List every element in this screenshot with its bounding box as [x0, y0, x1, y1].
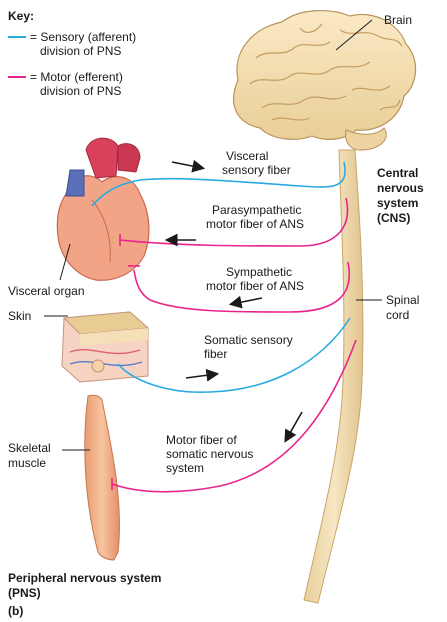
label-parasympathetic-line2: motor fiber of ANS: [206, 217, 304, 231]
label-visceral-sensory-line2: sensory fiber: [222, 163, 291, 177]
label-cns-line1: Central: [377, 166, 418, 180]
label-cns-line4: (CNS): [377, 211, 410, 225]
somatic-motor-fiber: [112, 340, 356, 492]
key-sensory-line2: division of PNS: [40, 44, 121, 58]
label-spinal-line2: cord: [386, 308, 409, 322]
skeletal-muscle-illustration: [85, 395, 120, 560]
arrow-somatic-motor: [286, 412, 302, 440]
somatic-sensory-fiber: [118, 318, 350, 392]
label-motor-somatic-line3: system: [166, 461, 204, 475]
label-brain: Brain: [384, 13, 412, 27]
spinal-cord: [304, 150, 363, 603]
label-sympathetic-line2: motor fiber of ANS: [206, 279, 304, 293]
label-pns-line2: (PNS): [8, 586, 41, 600]
label-motor-somatic-line2: somatic nervous: [166, 447, 253, 461]
label-somatic-sensory-line1: Somatic sensory: [204, 333, 293, 347]
label-visceral-organ: Visceral organ: [8, 284, 85, 298]
label-visceral-sensory-line1: Visceral: [226, 149, 268, 163]
key-sensory-line1: = Sensory (afferent): [30, 30, 136, 44]
label-spinal-line1: Spinal: [386, 293, 419, 307]
label-skeletal-line2: muscle: [8, 456, 46, 470]
label-panel: (b): [8, 604, 23, 618]
label-parasympathetic-line1: Parasympathetic: [212, 203, 301, 217]
key-title: Key:: [8, 9, 34, 23]
arrow-somatic-sensory: [186, 374, 216, 378]
label-skeletal-line1: Skeletal: [8, 441, 51, 455]
label-motor-somatic-line1: Motor fiber of: [166, 433, 237, 447]
label-sympathetic-line1: Sympathetic: [226, 265, 292, 279]
key: Key: = Sensory (afferent) division of PN…: [8, 9, 136, 98]
label-cns-line3: system: [377, 196, 418, 210]
key-motor-line1: = Motor (efferent): [30, 70, 123, 84]
label-cns-line2: nervous: [377, 181, 424, 195]
skin-illustration: [62, 312, 148, 382]
arrow-sympathetic: [232, 298, 262, 304]
label-skin: Skin: [8, 309, 31, 323]
heart-illustration: [57, 138, 149, 280]
arrow-visceral-sensory: [172, 162, 202, 168]
label-somatic-sensory-line2: fiber: [204, 347, 227, 361]
label-pns-line1: Peripheral nervous system: [8, 571, 161, 585]
key-motor-line2: division of PNS: [40, 84, 121, 98]
brain: [234, 11, 416, 150]
